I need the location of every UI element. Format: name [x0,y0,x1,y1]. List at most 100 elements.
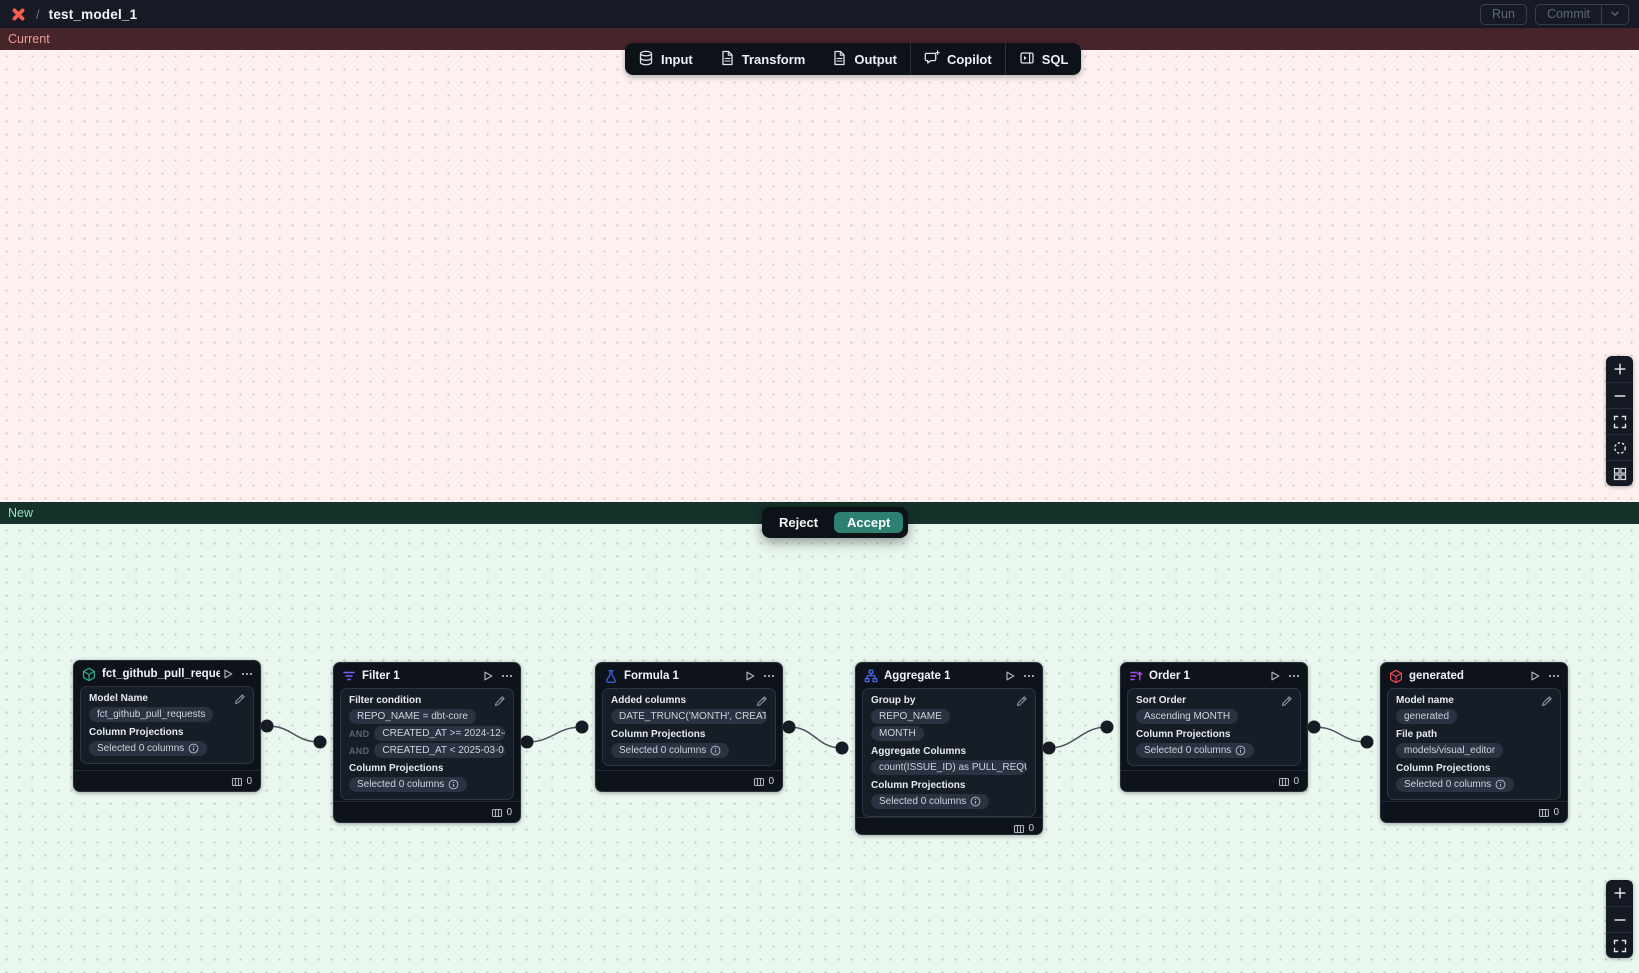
node-header[interactable]: Order 1 [1121,663,1307,688]
field-label: Aggregate Columns [871,746,1027,758]
grid-icon[interactable] [1606,460,1633,486]
canvas-controls-current [1606,356,1633,486]
value-pill[interactable]: fct_github_pull_requests [89,707,213,722]
edit-icon[interactable] [1016,695,1028,707]
more-icon[interactable] [241,668,253,680]
document-icon [831,50,847,69]
more-icon[interactable] [1023,670,1035,682]
play-icon[interactable] [744,670,756,682]
reject-button[interactable]: Reject [767,512,830,533]
sql-panel-icon [1019,50,1035,69]
node-fct-github-pull-requests[interactable]: fct_github_pull_requests Model Name fct_… [73,660,261,792]
filter-condition-pill[interactable]: REPO_NAME = dbt-core [349,709,476,724]
node-generated[interactable]: generated Model name generated File path… [1380,662,1568,823]
filter-condition-pill[interactable]: CREATED_AT < 2025-03-01 [374,743,505,758]
chevron-down-icon[interactable] [1602,9,1628,19]
node-toolbar: Input Transform Output Copilot SQL [625,43,1081,75]
node-header[interactable]: Formula 1 [596,663,782,688]
column-projections-pill[interactable]: Selected 0 columns [1136,743,1254,758]
node-config-panel[interactable]: Group by REPO_NAME MONTH Aggregate Colum… [862,688,1036,817]
node-filter-1[interactable]: Filter 1 Filter condition REPO_NAME = db… [333,662,521,823]
node-title: Filter 1 [362,670,400,682]
file-path-pill[interactable]: models/visual_editor [1396,743,1503,758]
node-config-panel[interactable]: Filter condition REPO_NAME = dbt-core AN… [340,688,514,800]
more-icon[interactable] [763,670,775,682]
and-label: AND [349,729,369,739]
edit-icon[interactable] [1281,695,1293,707]
node-order-1[interactable]: Order 1 Sort Order Ascending MONTH Colum… [1120,662,1308,792]
play-icon[interactable] [482,670,494,682]
field-label: Column Projections [611,729,767,741]
zoom-in-icon[interactable] [1606,880,1633,906]
current-canvas[interactable] [0,50,1639,502]
columns-icon [1538,807,1549,818]
fit-view-icon[interactable] [1606,408,1633,434]
formula-pill[interactable]: DATE_TRUNC('MONTH', CREATED_AT… [611,709,767,724]
field-label: Column Projections [349,763,505,775]
column-projections-pill[interactable]: Selected 0 columns [349,777,467,792]
node-header[interactable]: Aggregate 1 [856,663,1042,688]
accept-button[interactable]: Accept [834,512,903,533]
node-header[interactable]: fct_github_pull_requests [74,661,260,686]
aggregate-icon [864,669,878,683]
node-title: Order 1 [1149,670,1190,682]
run-button[interactable]: Run [1480,4,1527,25]
group-by-pill[interactable]: MONTH [871,726,924,741]
more-icon[interactable] [501,670,513,682]
column-projections-pill[interactable]: Selected 0 columns [1396,777,1514,792]
play-icon[interactable] [1529,670,1541,682]
play-icon[interactable] [1269,670,1281,682]
sort-order-pill[interactable]: Ascending MONTH [1136,709,1238,724]
toolbar-item-input[interactable]: Input [625,43,706,75]
zoom-in-icon[interactable] [1606,356,1633,382]
field-label: Column Projections [871,780,1027,792]
dbt-logo-icon[interactable] [10,6,27,23]
row-count: 0 [506,807,512,818]
row-count: 0 [1553,807,1559,818]
more-icon[interactable] [1548,670,1560,682]
model-cube-icon [1389,669,1403,683]
zoom-out-icon[interactable] [1606,382,1633,408]
edit-icon[interactable] [1541,695,1553,707]
toolbar-item-sql[interactable]: SQL [1006,43,1082,75]
node-aggregate-1[interactable]: Aggregate 1 Group by REPO_NAME MONTH Agg… [855,662,1043,835]
filter-condition-pill[interactable]: CREATED_AT >= 2024-12-01 [374,726,505,741]
focus-icon[interactable] [1606,434,1633,460]
toolbar-item-copilot[interactable]: Copilot [911,43,1005,75]
play-icon[interactable] [1004,670,1016,682]
model-name-pill[interactable]: generated [1396,709,1457,724]
toolbar-item-transform[interactable]: Transform [706,43,819,75]
node-config-panel[interactable]: Added columns DATE_TRUNC('MONTH', CREATE… [602,688,776,766]
row-count: 0 [1293,776,1299,787]
filter-icon [342,669,356,683]
formula-flask-icon [604,669,618,683]
node-title: fct_github_pull_requests [102,668,220,680]
commit-button[interactable]: Commit [1535,4,1629,25]
zoom-out-icon[interactable] [1606,906,1633,932]
column-projections-pill[interactable]: Selected 0 columns [611,743,729,758]
node-header[interactable]: generated [1381,663,1567,688]
info-icon [448,779,459,790]
toolbar-item-output[interactable]: Output [818,43,910,75]
column-projections-pill[interactable]: Selected 0 columns [89,741,207,756]
node-title: Aggregate 1 [884,670,950,682]
node-config-panel[interactable]: Model Name fct_github_pull_requests Colu… [80,686,254,764]
field-label: Column Projections [1396,763,1552,775]
edit-icon[interactable] [234,693,246,705]
edit-icon[interactable] [756,695,768,707]
node-title: generated [1409,670,1464,682]
info-icon [970,796,981,807]
node-config-panel[interactable]: Model name generated File path models/vi… [1387,688,1561,800]
group-by-pill[interactable]: REPO_NAME [871,709,950,724]
node-config-panel[interactable]: Sort Order Ascending MONTH Column Projec… [1127,688,1301,766]
aggregate-column-pill[interactable]: count(ISSUE_ID) as PULL_REQUEST_… [871,760,1027,775]
node-formula-1[interactable]: Formula 1 Added columns DATE_TRUNC('MONT… [595,662,783,792]
play-icon[interactable] [222,668,234,680]
node-title: Formula 1 [624,670,679,682]
edit-icon[interactable] [494,695,506,707]
fit-view-icon[interactable] [1606,932,1633,958]
more-icon[interactable] [1288,670,1300,682]
column-projections-pill[interactable]: Selected 0 columns [871,794,989,809]
node-footer: 0 [596,770,782,791]
node-header[interactable]: Filter 1 [334,663,520,688]
